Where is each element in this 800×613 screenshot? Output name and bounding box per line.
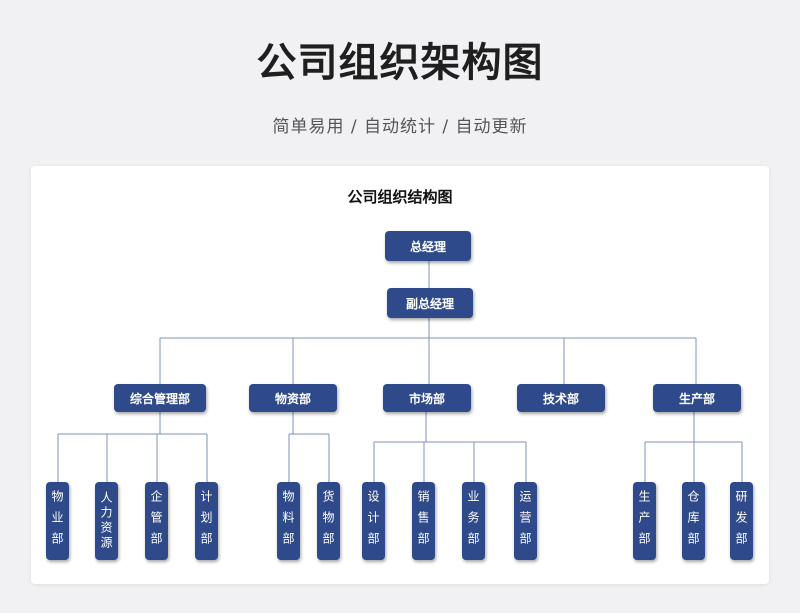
dept-materials: 物资部 [249, 384, 337, 412]
unit-rnd: 研发部 [730, 482, 753, 560]
unit-production: 生产部 [633, 482, 656, 560]
connector-lines [57, 261, 743, 482]
page-title: 公司组织架构图 [256, 40, 544, 86]
unit-human-resources: 人力资源 [95, 482, 118, 560]
unit-property: 物业部 [46, 482, 69, 560]
dept-marketing: 市场部 [383, 384, 471, 412]
unit-warehouse: 仓库部 [682, 482, 705, 560]
org-chart-card: 公司组织结构图 [31, 166, 769, 584]
unit-sales: 销售部 [412, 482, 435, 560]
page-subtitle: 简单易用 / 自动统计 / 自动更新 [272, 117, 528, 137]
unit-planning: 计划部 [195, 482, 218, 560]
unit-materials: 物料部 [277, 482, 300, 560]
dept-technology: 技术部 [517, 384, 605, 412]
node-deputy-manager: 副总经理 [387, 288, 473, 318]
unit-operations: 运营部 [514, 482, 537, 560]
dept-production: 生产部 [653, 384, 741, 412]
node-general-manager: 总经理 [385, 231, 471, 261]
dept-general-admin: 综合管理部 [114, 384, 206, 412]
unit-business: 业务部 [462, 482, 485, 560]
unit-design: 设计部 [362, 482, 385, 560]
unit-goods: 货物部 [317, 482, 340, 560]
unit-enterprise-mgmt: 企管部 [145, 482, 168, 560]
org-chart-title: 公司组织结构图 [347, 188, 453, 206]
